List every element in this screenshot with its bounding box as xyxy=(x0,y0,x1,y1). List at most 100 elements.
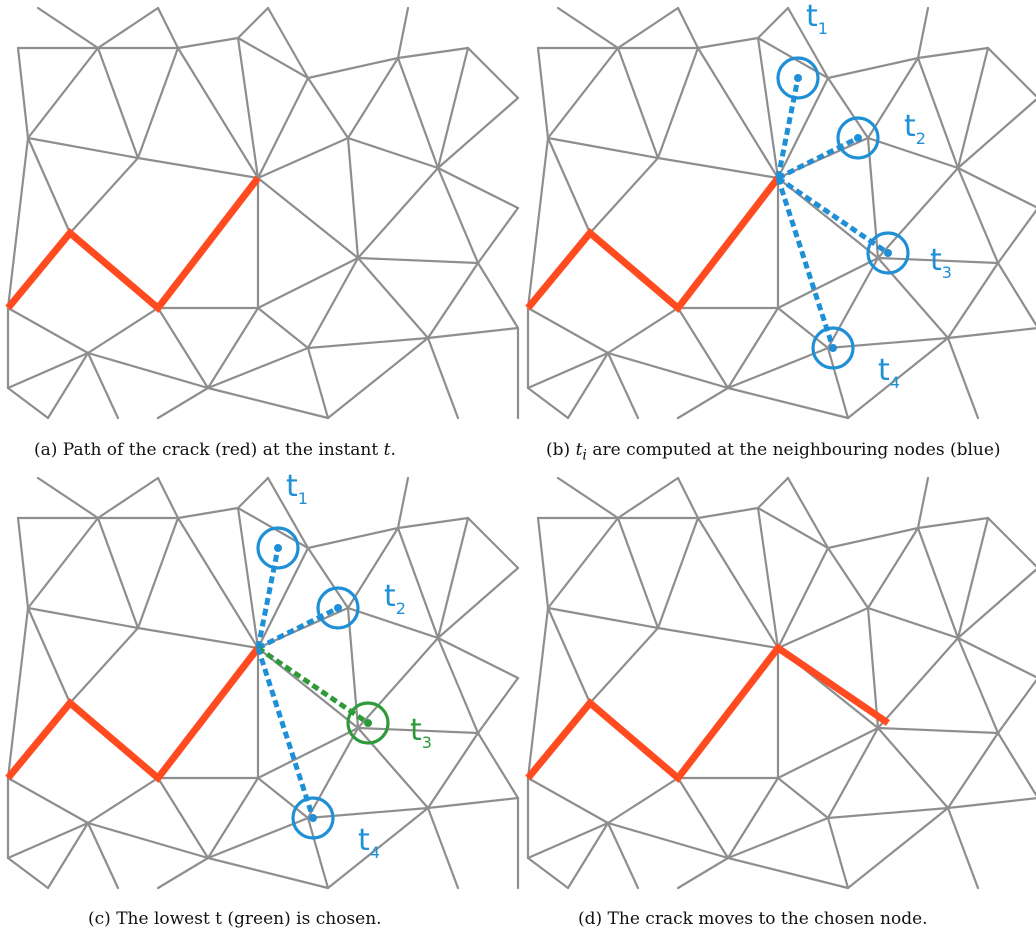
candidate-node-dot xyxy=(364,719,372,727)
mesh-edge xyxy=(156,476,180,520)
mesh-edge xyxy=(236,506,260,650)
candidate-label: t4 xyxy=(358,823,380,862)
mesh-edge xyxy=(6,606,30,780)
mesh-edge xyxy=(26,606,72,705)
mesh-edge xyxy=(356,166,440,260)
mesh-edge xyxy=(256,176,360,260)
dashed-link xyxy=(775,177,836,349)
mesh-edge xyxy=(526,306,610,355)
mesh-edge xyxy=(466,46,520,100)
panel-d-crack-moved xyxy=(525,476,1036,890)
mesh-edge xyxy=(876,166,960,260)
candidate-node-circle xyxy=(316,586,360,630)
mesh-edge xyxy=(136,626,260,650)
mesh-edge xyxy=(86,351,120,420)
mesh-edge xyxy=(676,306,730,390)
triangle-mesh xyxy=(6,6,520,420)
mesh-edge xyxy=(996,261,1036,327)
mesh-edge xyxy=(156,856,210,890)
mesh-edge xyxy=(306,56,400,80)
panel-c-lowest-chosen: t1 t2 t3 t4 xyxy=(5,469,520,890)
mesh-edge xyxy=(396,516,470,530)
mesh-edge xyxy=(776,776,830,820)
mesh-edge xyxy=(256,776,310,820)
mesh-edge xyxy=(986,46,1036,98)
mesh-edge xyxy=(96,516,140,630)
mesh-edge xyxy=(726,386,850,420)
mesh-edge xyxy=(256,726,360,780)
mesh-edge xyxy=(426,326,520,340)
mesh-edge xyxy=(826,76,870,140)
mesh-edge xyxy=(86,351,210,390)
mesh-edge xyxy=(776,76,830,180)
mesh-edge xyxy=(236,36,310,80)
mesh-edge xyxy=(136,46,180,160)
mesh-edge xyxy=(436,566,520,640)
candidate-node-dot xyxy=(334,604,342,612)
mesh-edge xyxy=(956,636,1036,679)
crack-path xyxy=(525,175,781,314)
caption-a: (a) Path of the crack (red) at the insta… xyxy=(34,440,396,460)
dashed-link xyxy=(256,605,340,651)
mesh-edge xyxy=(726,816,830,860)
crack-line xyxy=(5,175,261,314)
mesh-edge xyxy=(436,166,480,265)
candidate-node-circle xyxy=(776,56,820,100)
mesh-edge xyxy=(616,46,660,160)
candidate-label: t3 xyxy=(410,713,432,752)
mesh-edge xyxy=(256,76,310,180)
mesh-edge xyxy=(946,336,980,420)
candidate-node-circle xyxy=(866,231,910,275)
mesh-edge xyxy=(776,306,830,350)
candidate-node-dot xyxy=(854,134,862,142)
mesh-edge xyxy=(916,56,960,170)
mesh-edge xyxy=(46,351,90,420)
mesh-edge xyxy=(476,261,520,330)
mesh-edge xyxy=(756,506,780,650)
mesh-edge xyxy=(676,386,730,420)
mesh-edge xyxy=(946,806,980,890)
triangle-mesh xyxy=(526,476,1036,890)
candidate-node-circle xyxy=(346,701,390,745)
candidate-node-dot xyxy=(274,544,282,552)
mesh-diagram-a xyxy=(5,6,520,420)
mesh-edge xyxy=(826,256,880,350)
mesh-edge xyxy=(916,516,990,530)
mesh-edge xyxy=(866,606,960,640)
mesh-edge xyxy=(826,726,880,820)
dashed-link xyxy=(256,645,370,726)
mesh-edge xyxy=(956,98,1036,170)
mesh-edge xyxy=(826,336,950,350)
mesh-edge xyxy=(876,636,960,730)
mesh-edge xyxy=(6,821,90,860)
candidate-label: t2 xyxy=(384,579,406,618)
mesh-edge xyxy=(866,136,960,170)
mesh-edge xyxy=(6,856,50,890)
mesh-edge xyxy=(86,776,160,825)
candidate-label: t1 xyxy=(286,469,308,508)
mesh-edge xyxy=(396,476,410,530)
mesh-edge xyxy=(606,351,730,390)
mesh-edge xyxy=(436,636,520,680)
mesh-edge xyxy=(776,606,870,650)
mesh-edge xyxy=(256,306,310,350)
mesh-edge xyxy=(156,6,180,50)
mesh-edge xyxy=(916,476,930,530)
mesh-edge xyxy=(426,806,460,890)
mesh-edge xyxy=(656,156,780,180)
mesh-edge xyxy=(436,516,470,640)
mesh-edge xyxy=(756,476,790,510)
mesh-edge xyxy=(96,46,140,160)
mesh-edge xyxy=(326,806,430,890)
mesh-edge xyxy=(996,208,1036,265)
candidate-node-dot xyxy=(794,74,802,82)
mesh-edge xyxy=(346,136,360,260)
mesh-edge xyxy=(346,526,400,610)
mesh-edge xyxy=(876,726,950,810)
crack-line xyxy=(525,643,890,784)
mesh-edge xyxy=(546,136,660,160)
mesh-edge xyxy=(36,6,100,50)
mesh-edge xyxy=(426,731,480,810)
crack-path xyxy=(5,175,261,314)
